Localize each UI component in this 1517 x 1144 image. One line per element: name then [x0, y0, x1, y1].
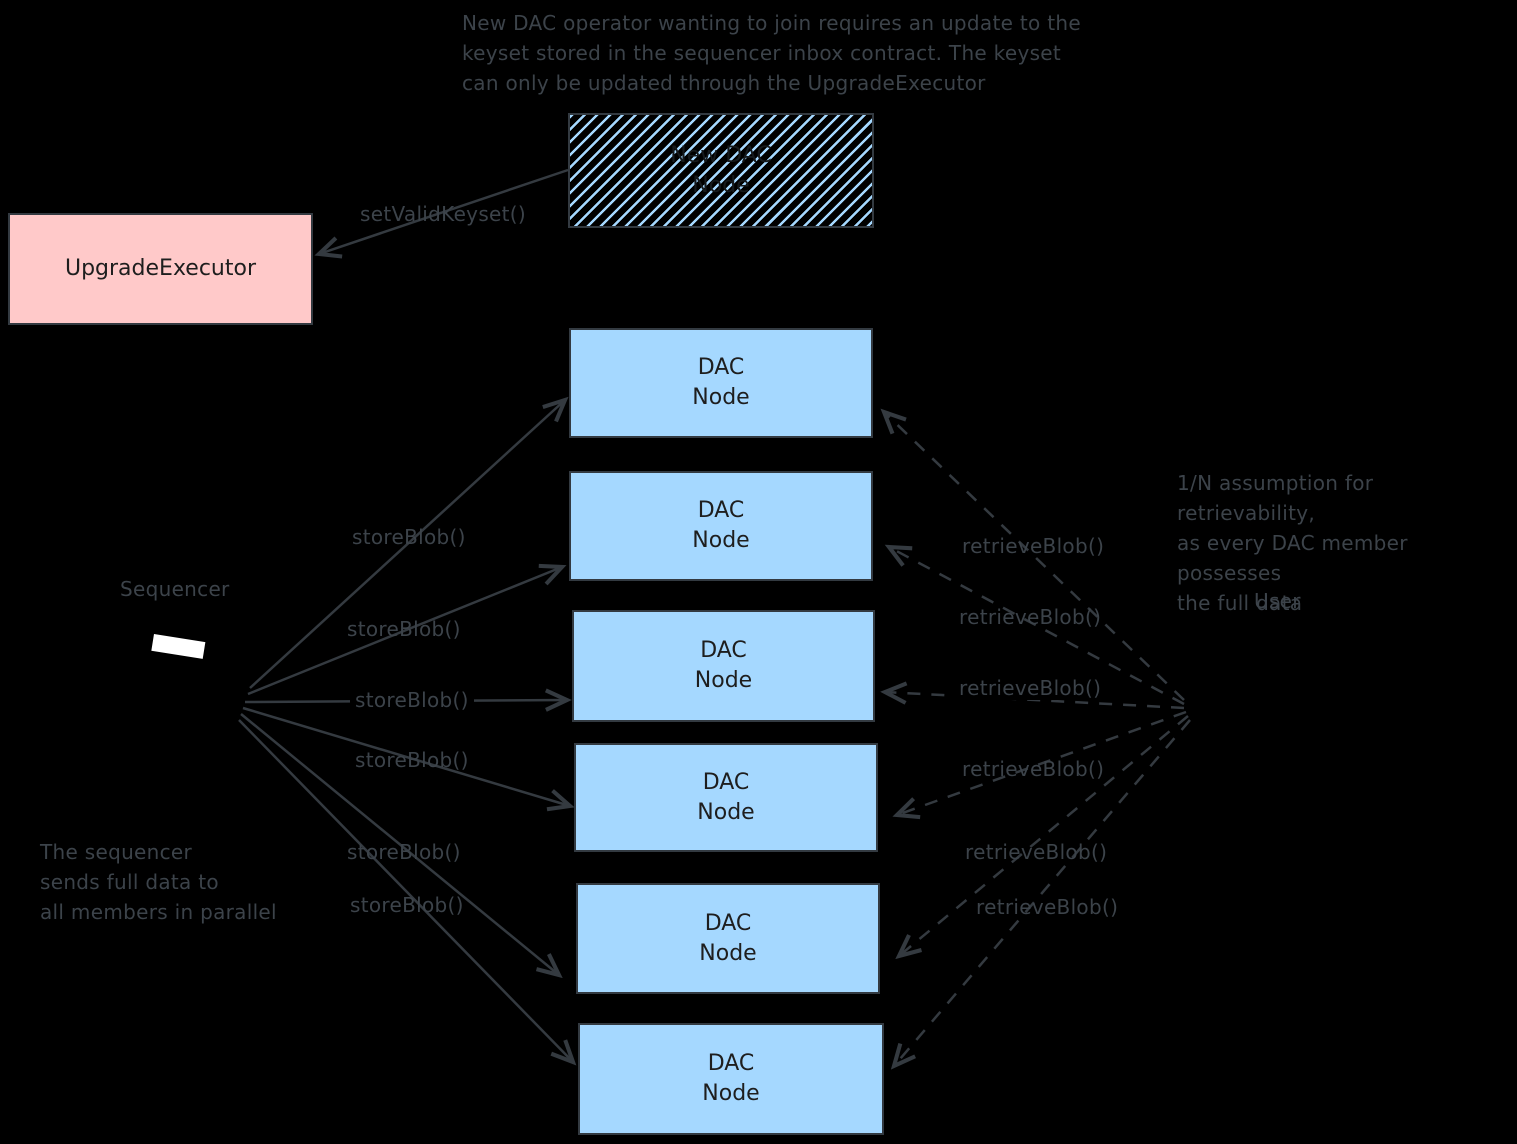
- arrow-store-blob-4: [242, 706, 575, 812]
- arrow-retrieve-blob-4: [892, 710, 1187, 820]
- user-label: User: [1254, 589, 1301, 613]
- edge-label-store-blob-5: storeBlob(): [347, 840, 461, 864]
- edge-label-store-blob-3: storeBlob(): [350, 688, 474, 712]
- arrow-retrieve-blob-2: [884, 544, 1185, 706]
- arrow-store-blob-6: [238, 719, 577, 1066]
- note-keyset-update: New DAC operator wanting to join require…: [462, 11, 1081, 95]
- dac-node-box-4: DAC Node: [574, 743, 878, 852]
- edge-label-store-blob-2: storeBlob(): [347, 617, 461, 641]
- edge-label-store-blob-1: storeBlob(): [352, 525, 466, 549]
- new-dac-node-box: New DAC Node: [568, 113, 874, 228]
- edge-label-set-valid-keyset: setValidKeyset(): [360, 202, 526, 226]
- arrow-retrieve-blob-6: [890, 719, 1191, 1070]
- edge-label-retrieve-blob-2: retrieveBlob(): [959, 605, 1102, 629]
- edge-label-store-blob-4: storeBlob(): [355, 748, 469, 772]
- dac-node-box-2: DAC Node: [569, 471, 873, 581]
- edge-label-retrieve-blob-4: retrieveBlob(): [962, 757, 1105, 781]
- arrow-store-blob-5: [240, 713, 563, 979]
- upgrade-executor-box: UpgradeExecutor: [8, 213, 313, 325]
- edge-label-retrieve-blob-3: retrieveBlob(): [954, 676, 1107, 700]
- arrow-set-valid-keyset: [314, 168, 569, 259]
- dac-node-box-1: DAC Node: [569, 328, 873, 438]
- dac-node-box-5: DAC Node: [576, 883, 880, 994]
- edge-label-retrieve-blob-6: retrieveBlob(): [976, 895, 1119, 919]
- dac-node-box-3: DAC Node: [572, 610, 875, 722]
- arrow-store-blob-1: [249, 396, 569, 689]
- dac-node-box-6: DAC Node: [578, 1023, 884, 1135]
- arrow-retrieve-blob-3: [880, 681, 1185, 710]
- edge-label-retrieve-blob-1: retrieveBlob(): [962, 534, 1105, 558]
- arrow-retrieve-blob-5: [895, 715, 1189, 960]
- note-sequencer-parallel: The sequencer sends full data to all mem…: [40, 840, 277, 924]
- sequencer-label: Sequencer: [120, 577, 230, 601]
- edge-label-retrieve-blob-5: retrieveBlob(): [965, 840, 1108, 864]
- arrow-retrieve-blob-1: [880, 408, 1185, 701]
- edge-label-store-blob-6: storeBlob(): [350, 893, 464, 917]
- note-1n-assumption: 1/N assumption for retrievability, as ev…: [1177, 471, 1408, 615]
- arrow-store-blob-2: [247, 563, 567, 696]
